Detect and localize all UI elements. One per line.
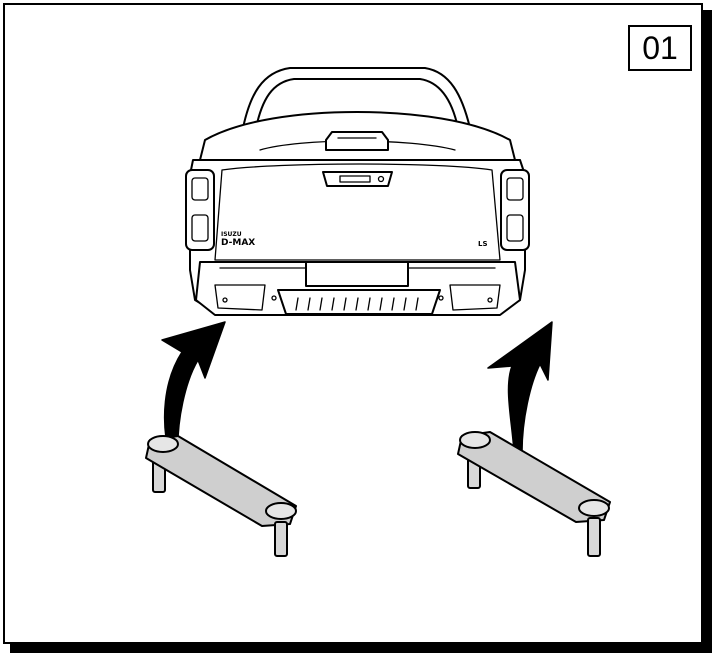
illustration-frame	[3, 3, 703, 644]
brand-badge: ISUZU	[221, 231, 242, 238]
mounting-bracket	[457, 431, 611, 557]
trim-badge: LS	[478, 240, 488, 248]
step-number-badge: 01	[628, 25, 692, 71]
arrow-up-curved-icon	[161, 321, 226, 459]
vehicle-rear-view: ISUZU D-MAX LS	[185, 67, 530, 316]
arrow-up-curved-icon	[487, 321, 553, 453]
model-badge: D-MAX	[221, 238, 255, 248]
mounting-bracket	[145, 435, 297, 557]
